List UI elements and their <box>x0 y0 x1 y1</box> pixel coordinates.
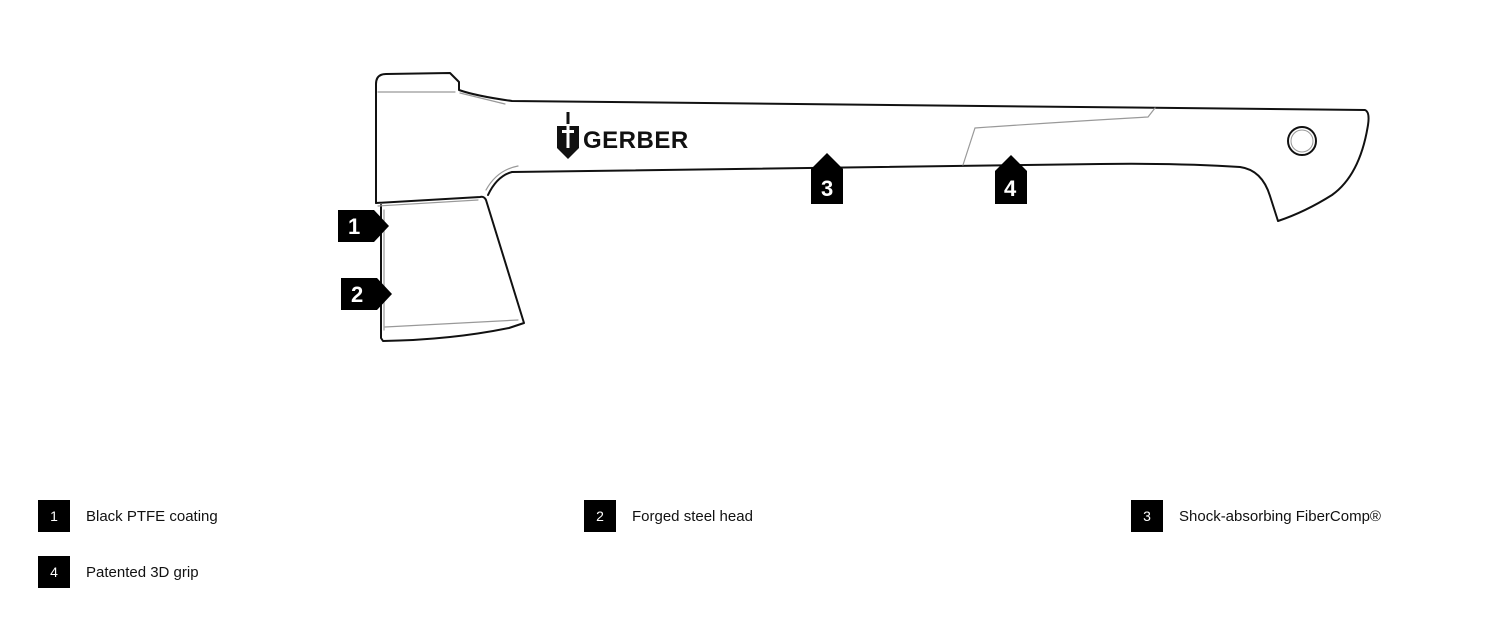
axe-blade <box>375 195 525 342</box>
legend-number-badge: 4 <box>38 556 70 588</box>
legend-number-badge: 3 <box>1131 500 1163 532</box>
hatchet-diagram: GERBER 1 2 3 4 <box>338 72 1370 342</box>
marker-3-label: 3 <box>821 176 833 201</box>
marker-1-label: 1 <box>348 214 360 239</box>
lanyard-hole-inner <box>1290 129 1314 153</box>
legend-number-badge: 2 <box>584 500 616 532</box>
hatchet-outline <box>375 72 1370 342</box>
legend-item-4: 4 Patented 3D grip <box>38 556 199 588</box>
legend-item-2: 2 Forged steel head <box>584 500 753 532</box>
lanyard-hole <box>1287 126 1317 156</box>
marker-2-label: 2 <box>351 282 363 307</box>
gerber-logo: GERBER <box>557 112 689 159</box>
brand-name: GERBER <box>583 127 689 154</box>
marker-4: 4 <box>995 155 1027 204</box>
legend-label: Black PTFE coating <box>86 507 218 525</box>
marker-3: 3 <box>811 153 843 204</box>
legend-item-3: 3 Shock-absorbing FiberComp® <box>1131 500 1381 532</box>
legend-label: Shock-absorbing FiberComp® <box>1179 507 1381 525</box>
marker-4-label: 4 <box>1004 176 1017 201</box>
marker-1: 1 <box>338 210 389 242</box>
legend-label: Patented 3D grip <box>86 563 199 581</box>
legend-label: Forged steel head <box>632 507 753 525</box>
hatchet-details <box>377 91 1156 331</box>
marker-2: 2 <box>341 278 392 310</box>
legend-item-1: 1 Black PTFE coating <box>38 500 218 532</box>
legend-number-badge: 1 <box>38 500 70 532</box>
hatchet-top-edge <box>375 72 1370 222</box>
